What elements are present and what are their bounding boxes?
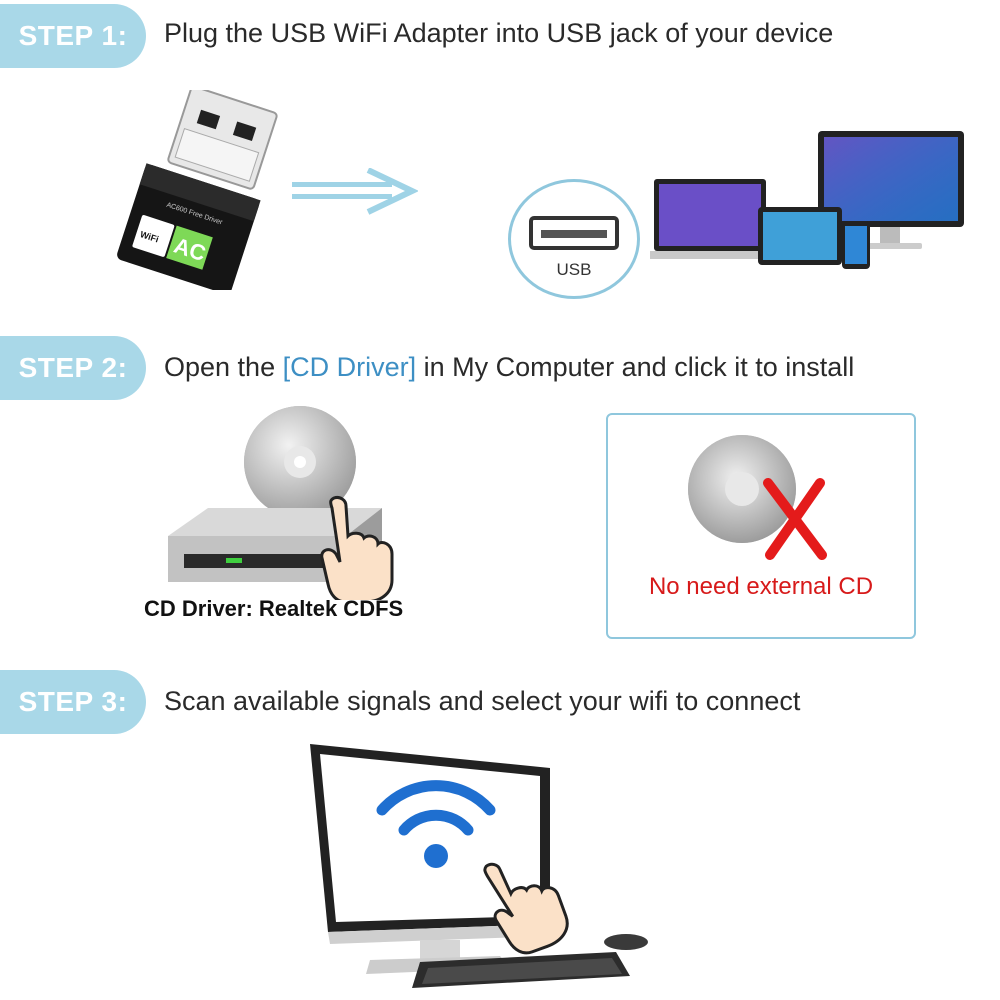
devices-group [650,131,964,269]
usb-port-icon: USB [508,179,640,299]
cd-disc-icon [244,406,356,518]
no-cd-text: No need external CD [648,573,874,600]
keyboard-icon [412,952,630,988]
step-2-text: Open the [CD Driver] in My Computer and … [164,352,854,383]
step-3-text: Scan available signals and select your w… [164,686,801,716]
phone-icon [842,221,870,269]
cd-driver-caption: CD Driver: Realtek CDFS [144,596,404,621]
red-x-icon [763,478,827,560]
hand-pointer-icon [483,862,569,955]
cd-drive-illustration [168,406,394,600]
cd-disc-icon [688,435,827,560]
usb-port-label: USB [556,260,592,279]
step-2-text-before: Open the [164,352,283,382]
wifi-icon [376,780,496,868]
step-1-badge: STEP 1: [0,4,146,68]
desktop-monitor-icon [310,744,648,988]
monitor-icon [818,131,964,249]
step-3-badge: STEP 3: [0,670,146,734]
mouse-icon [604,934,648,950]
cd-driver-link[interactable]: [CD Driver] [282,352,417,382]
no-external-cd-panel: No need external CD [606,413,916,639]
arrow-right-icon [292,168,418,215]
step-2-text-after: in My Computer and click it to install [416,352,855,382]
tablet-icon [758,207,842,265]
step-1-text: Plug the USB WiFi Adapter into USB jack … [164,18,834,48]
usb-adapter-icon: AC600 Free Driver WiFi AC [117,90,278,290]
laptop-icon [650,179,776,259]
step-2-badge: STEP 2: [0,336,146,400]
hand-pointer-icon [320,496,394,600]
